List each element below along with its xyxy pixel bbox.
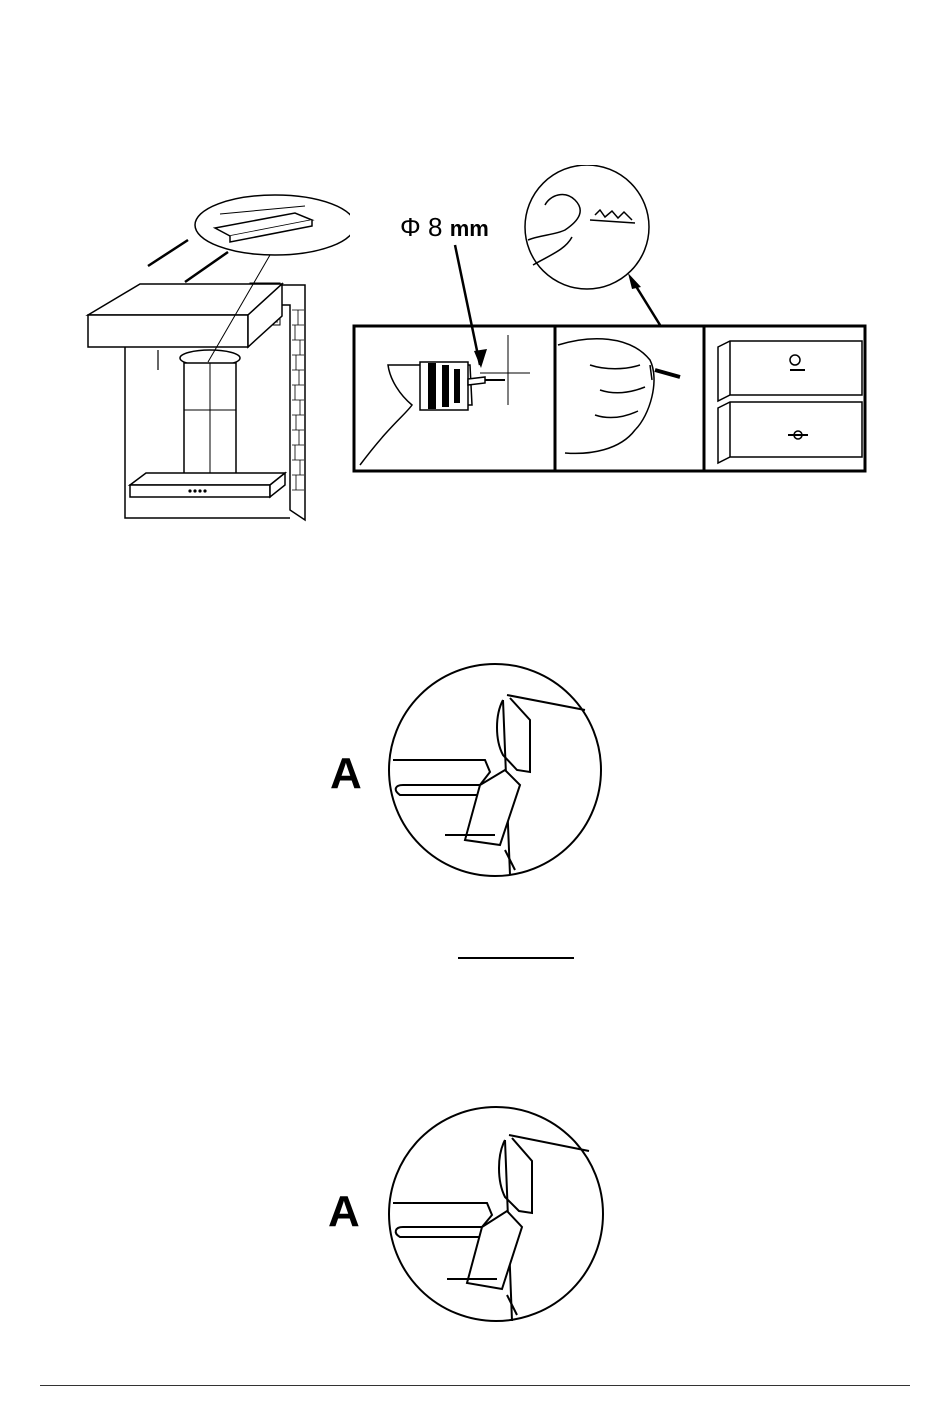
hand-icon <box>558 339 680 454</box>
hood-installation-illustration <box>80 180 350 525</box>
footer-rule <box>40 1385 910 1386</box>
detail-leader-arrow <box>634 283 660 325</box>
plug-detail-circle <box>525 165 649 289</box>
detail-label-lower: A <box>328 1190 360 1234</box>
mounting-steps-illustration <box>350 165 870 475</box>
screw-icon <box>148 240 228 282</box>
drill-icon <box>360 335 530 465</box>
separator-rule <box>458 957 574 959</box>
diameter-leader-arrow <box>455 245 480 365</box>
hood-canopy <box>130 473 285 485</box>
wall-plug-icon <box>718 341 862 463</box>
detail-circle-lower <box>385 1103 607 1325</box>
detail-label-upper: A <box>330 752 362 796</box>
detail-circle-upper <box>385 660 605 880</box>
